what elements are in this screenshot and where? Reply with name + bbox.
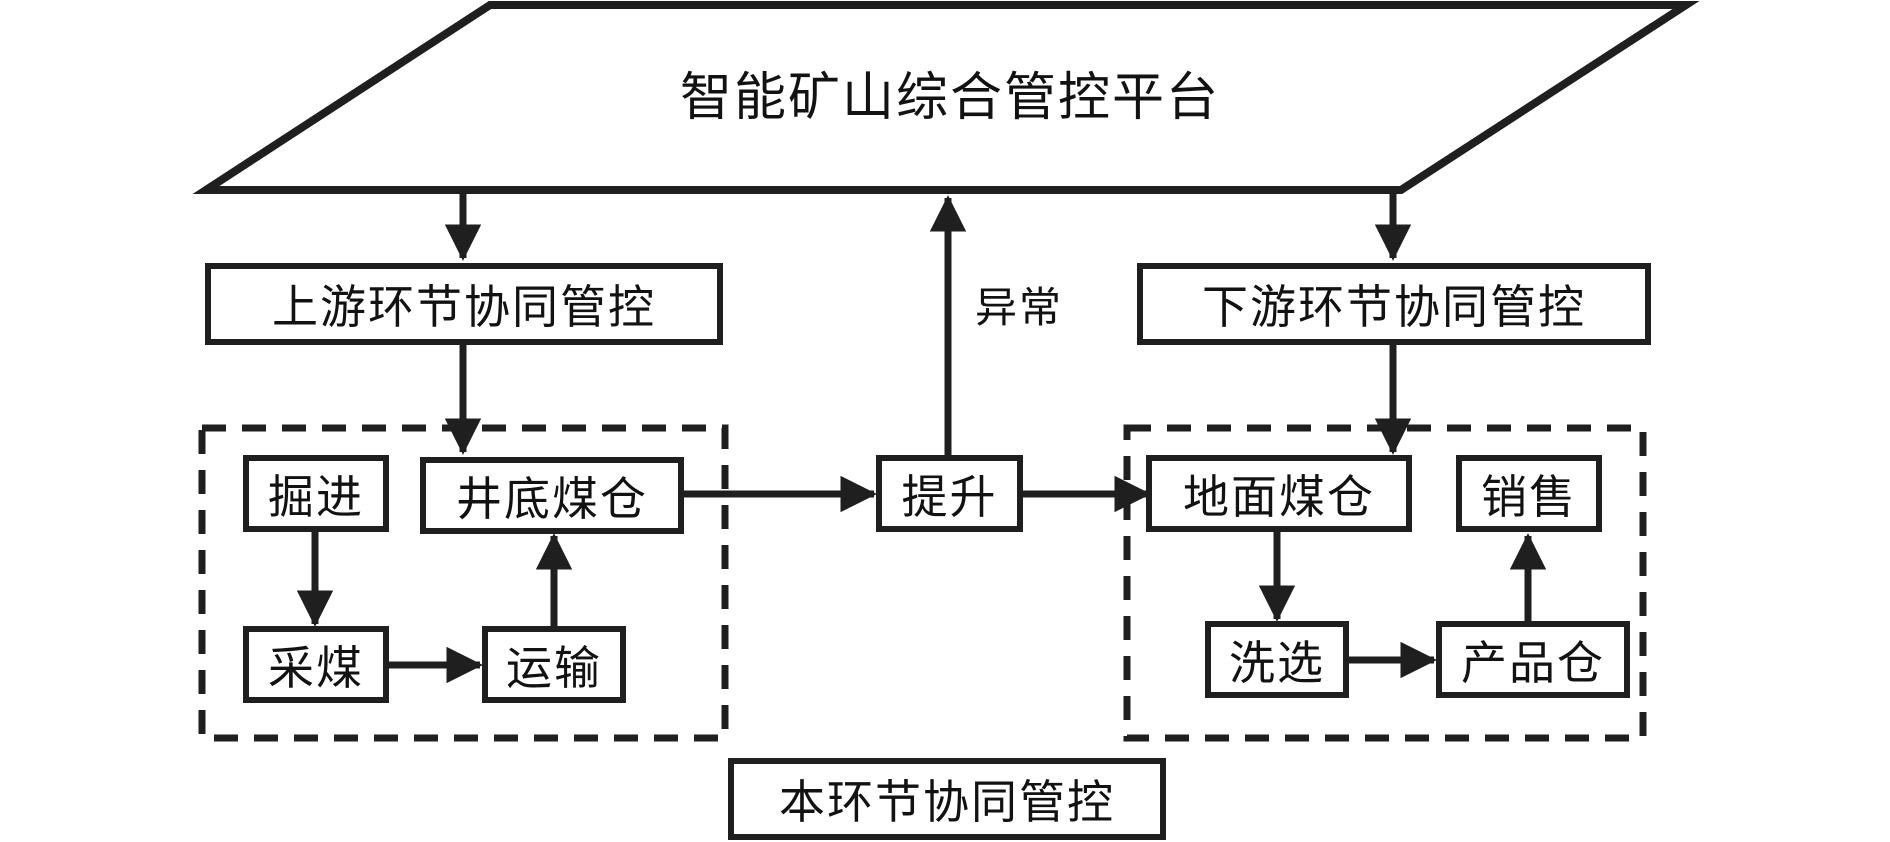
- node-product-warehouse[interactable]: 产品仓: [1436, 621, 1630, 698]
- node-underground-coal-bunker[interactable]: 井底煤仓: [420, 457, 684, 534]
- upstream-group-boundary: [198, 424, 729, 742]
- downstream-control-box[interactable]: 下游环节协同管控: [1137, 263, 1651, 345]
- downstream-group-boundary: [1123, 424, 1647, 742]
- node-surface-coal-bunker[interactable]: 地面煤仓: [1146, 455, 1412, 532]
- node-washing[interactable]: 洗选: [1205, 621, 1349, 698]
- node-tunneling[interactable]: 掘进: [243, 455, 389, 532]
- node-sales[interactable]: 销售: [1456, 455, 1602, 532]
- platform-parallelogram: [192, 1, 1700, 194]
- exception-edge-label: 异常: [975, 283, 1064, 332]
- node-transport[interactable]: 运输: [482, 626, 626, 703]
- node-hoisting[interactable]: 提升: [876, 455, 1023, 532]
- platform-title: 智能矿山综合管控平台: [679, 68, 1220, 128]
- node-coal-mining[interactable]: 采煤: [243, 626, 389, 703]
- current-link-control-box[interactable]: 本环节协同管控: [728, 758, 1166, 840]
- upstream-control-box[interactable]: 上游环节协同管控: [205, 263, 723, 345]
